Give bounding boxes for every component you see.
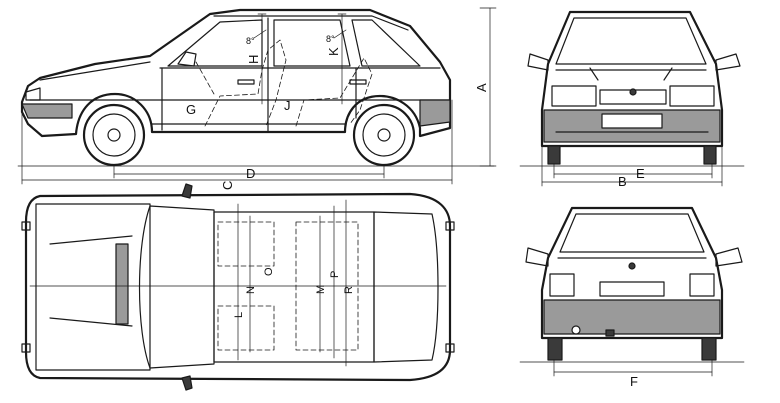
label-l: L	[233, 312, 245, 318]
label-p: P	[329, 271, 341, 278]
top-front-marker-right	[21, 343, 31, 353]
rear-fog-lamp	[571, 325, 581, 335]
label-e: E	[636, 166, 645, 181]
top-hood-vent	[115, 243, 129, 325]
side-body-outline	[20, 8, 452, 138]
rear-right-lamp	[689, 273, 715, 297]
top-front-seat-right	[217, 305, 275, 351]
front-right-tire	[703, 145, 717, 165]
label-n: N	[245, 286, 257, 294]
top-hood-bar-bottom	[49, 317, 133, 327]
side-rear-window	[273, 19, 351, 67]
rear-bumper	[543, 299, 721, 335]
side-rear-wheel	[352, 103, 416, 167]
front-right-mirror	[715, 53, 741, 71]
label-k: K	[326, 47, 341, 56]
rear-left-lamp	[549, 273, 575, 297]
top-windshield	[138, 205, 215, 369]
front-logo-badge	[629, 88, 637, 96]
label-b: B	[618, 174, 627, 189]
rear-exhaust	[605, 329, 615, 337]
front-hood-crease-left	[589, 67, 599, 81]
top-view: L N O M P R	[21, 183, 455, 391]
side-mirror	[177, 51, 197, 67]
label-angle-rear: 8°	[326, 34, 335, 44]
label-r: R	[343, 286, 355, 294]
top-rear-marker-right	[445, 343, 455, 353]
label-d: D	[246, 166, 255, 181]
rear-left-tire	[547, 337, 563, 361]
side-roof-line	[213, 15, 409, 31]
rear-left-mirror	[525, 247, 549, 267]
label-m: M	[315, 285, 327, 294]
front-hood-crease-right	[663, 67, 673, 81]
rear-view: F	[519, 206, 745, 389]
top-front-marker-left	[21, 221, 31, 231]
side-headlight	[25, 87, 41, 101]
rear-logo-badge	[628, 262, 636, 270]
top-front-seat-left	[217, 221, 275, 267]
side-rear-seat	[295, 57, 373, 127]
side-quarter-window	[351, 19, 421, 67]
front-right-headlight	[669, 85, 715, 107]
front-view: B E	[519, 10, 745, 189]
top-hood-bar-top	[49, 235, 133, 245]
rear-right-mirror	[715, 247, 743, 267]
front-windshield	[555, 17, 707, 65]
rear-number-plate	[599, 281, 665, 297]
top-hood	[35, 203, 151, 371]
label-g: G	[186, 102, 196, 117]
top-right-mirror	[181, 375, 193, 391]
side-rear-bumper	[419, 99, 451, 127]
label-h: H	[246, 55, 261, 64]
front-left-tire	[547, 145, 561, 165]
front-number-plate	[601, 113, 663, 129]
label-j: J	[284, 98, 291, 113]
rear-right-tire	[701, 337, 717, 361]
side-front-door-handle	[237, 79, 255, 85]
side-steering-wheel	[195, 61, 215, 95]
rear-window	[559, 213, 705, 253]
label-angle-front: 8°	[246, 36, 255, 46]
front-left-mirror	[527, 53, 549, 71]
top-left-mirror	[181, 183, 193, 199]
dim-k-angle	[333, 29, 347, 39]
label-o: O	[263, 267, 275, 276]
label-f: F	[630, 374, 638, 389]
rear-body-outline	[540, 206, 724, 340]
side-front-wheel	[82, 103, 146, 167]
top-rear-window	[373, 211, 439, 363]
front-left-headlight	[551, 85, 597, 107]
side-hood-line	[39, 61, 151, 81]
side-view: G J H K 8° 8° A C D	[17, 7, 497, 190]
label-c: C	[220, 181, 235, 190]
top-body-outline	[24, 192, 452, 382]
side-front-seat	[204, 39, 287, 127]
side-rear-door-handle	[349, 79, 367, 85]
side-front-bumper	[21, 103, 73, 119]
dim-h-angle	[253, 29, 267, 39]
top-rear-marker-left	[445, 221, 455, 231]
label-a: A	[474, 83, 489, 92]
